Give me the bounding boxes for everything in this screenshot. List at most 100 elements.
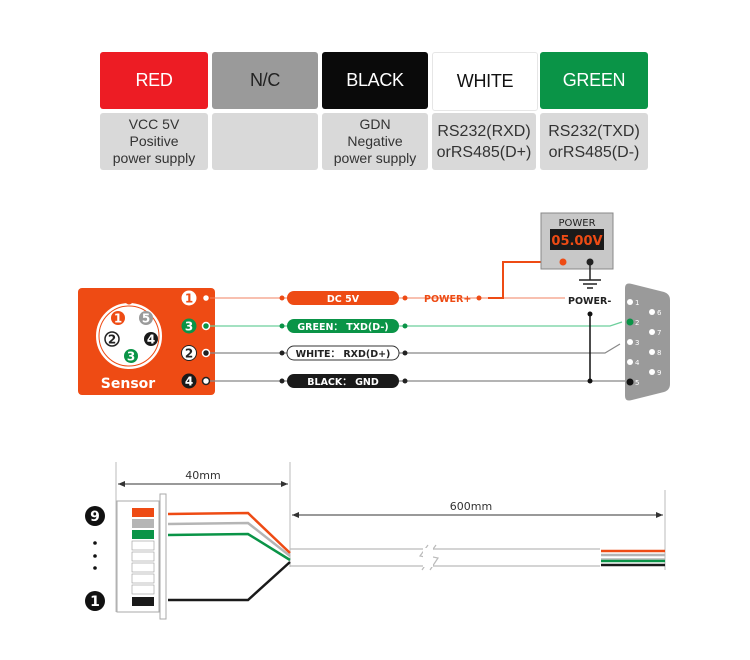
sensor-label: Sensor	[101, 376, 155, 392]
desc-line: RS232(TXD)	[548, 122, 640, 140]
wire-black-lead	[168, 561, 291, 602]
desc-line: power supply	[112, 150, 196, 166]
pin-9-marker	[85, 506, 105, 526]
desc-line: GDN	[359, 116, 391, 132]
pin-slot-empty	[131, 540, 155, 551]
sensor-output-pin-4: 4	[181, 373, 197, 389]
cable-break-mark	[418, 544, 431, 571]
cable-break-gap	[423, 548, 433, 567]
ground-dot	[587, 378, 593, 384]
pin-slot-gray	[132, 519, 154, 528]
sensor-output-pin-3: 3	[181, 318, 197, 334]
db9-pin-label: 4	[635, 359, 640, 367]
pin-slot-empty	[131, 573, 155, 584]
pin-number: 4	[185, 375, 193, 389]
pin-bottom-label: 1	[90, 594, 100, 610]
power-plus-label: POWER+	[424, 294, 471, 305]
ground-dot	[587, 311, 593, 317]
desc-line: Positive	[129, 133, 179, 149]
sensor-output-pin-2: 2	[181, 345, 197, 361]
terminal-dot	[201, 348, 211, 358]
connector-flange	[159, 493, 167, 620]
label-pill-dc5v: DC 5V	[279, 291, 408, 305]
cable-drawing: 40mm 600mm 9 1	[85, 462, 666, 620]
connector-pin-label: 5	[142, 312, 150, 326]
connector-pin-label: 4	[147, 333, 155, 347]
desc-black: GDN Negative power supply	[322, 113, 428, 170]
terminal-dot	[201, 376, 211, 386]
pin-1-marker	[85, 591, 105, 611]
dimension-40mm: 40mm	[118, 469, 288, 487]
connector-housing	[116, 500, 160, 613]
pill-text: WHITE： RXD(D+)	[296, 349, 391, 360]
wire-red	[167, 511, 291, 554]
db9-pin-label: 3	[635, 339, 639, 347]
color-header-white: WHITE	[432, 52, 538, 111]
db9-pin-label: 7	[657, 329, 661, 337]
desc-line: VCC 5V	[128, 116, 180, 132]
power-box-title: POWER	[558, 218, 595, 229]
desc-red: VCC 5V Positive power supply	[100, 113, 208, 170]
color-header-nc: N/C	[212, 52, 318, 109]
pin-slot-green	[132, 530, 154, 539]
pin-number: 2	[185, 347, 193, 361]
wire-gray	[167, 521, 291, 557]
pin-slot-empty	[131, 584, 155, 595]
connector-pin-4: 4	[144, 332, 158, 347]
sensor-connector-key	[125, 302, 133, 305]
terminal-dot	[201, 321, 211, 331]
pin-top-label: 9	[90, 509, 100, 525]
desc-line: orRS485(D-)	[548, 143, 640, 161]
color-header-green: GREEN	[540, 52, 648, 109]
sensor-connector-ring	[98, 305, 160, 367]
pill-text: BLACK： GND	[307, 377, 379, 388]
connector-pin-2: 2	[104, 331, 120, 347]
color-header-black: BLACK	[322, 52, 428, 109]
sensor-output-pin-1: 1	[181, 290, 197, 306]
connector-length-label: 40mm	[185, 469, 220, 482]
connector-pin-3: 3	[124, 349, 138, 364]
wire-green-lead	[167, 532, 291, 562]
desc-line: orRS485(D+)	[436, 143, 532, 161]
desc-line: Negative	[347, 133, 403, 149]
power-supply-box: POWER 05.00V	[540, 212, 614, 270]
ground-icon	[579, 262, 601, 289]
connector-pin-label: 2	[108, 333, 116, 347]
label-pill-black: BLACK： GND	[279, 374, 408, 388]
pill-text: GREEN： TXD(D-)	[297, 322, 388, 333]
cable-length-label: 600mm	[450, 500, 492, 513]
ellipsis-dot	[93, 566, 97, 570]
wire-green	[210, 321, 623, 327]
wire-power-plus	[488, 261, 565, 299]
connector-pin-label: 3	[127, 350, 135, 364]
label-pill-green: GREEN： TXD(D-)	[279, 319, 408, 333]
desc-nc	[212, 113, 318, 170]
pin-number: 1	[185, 292, 193, 306]
db9-pin-label: 9	[657, 369, 661, 377]
connector-pin-label: 1	[114, 312, 122, 326]
pin-slot-empty	[131, 551, 155, 562]
cable-break-mark	[426, 544, 439, 571]
pill-text: DC 5V	[327, 294, 360, 305]
wire-white	[210, 343, 621, 354]
color-header-red: RED	[100, 52, 208, 109]
desc-line: power supply	[333, 150, 417, 166]
connector-pin-1: 1	[111, 311, 125, 326]
terminal-dot	[476, 295, 482, 301]
dimension-600mm: 600mm	[292, 500, 663, 518]
connector-pin-5: 5	[139, 311, 153, 326]
label-pill-white: WHITE： RXD(D+)	[279, 345, 408, 361]
power-minus-label: POWER-	[568, 296, 611, 307]
db9-pin-label: 2	[635, 319, 639, 327]
sensor-block	[78, 288, 215, 395]
terminal-dot	[201, 293, 211, 303]
ellipsis-dot	[93, 554, 97, 558]
db9-pin-label: 5	[635, 379, 639, 387]
desc-white: RS232(RXD) orRS485(D+)	[432, 113, 536, 170]
db9-pin-label: 6	[657, 309, 662, 317]
pin-slot-empty	[131, 562, 155, 573]
pin-slot-black	[132, 597, 154, 606]
power-display: 05.00V	[551, 234, 602, 249]
desc-line: RS232(RXD)	[437, 122, 531, 140]
db9-pin-label: 1	[635, 299, 639, 307]
